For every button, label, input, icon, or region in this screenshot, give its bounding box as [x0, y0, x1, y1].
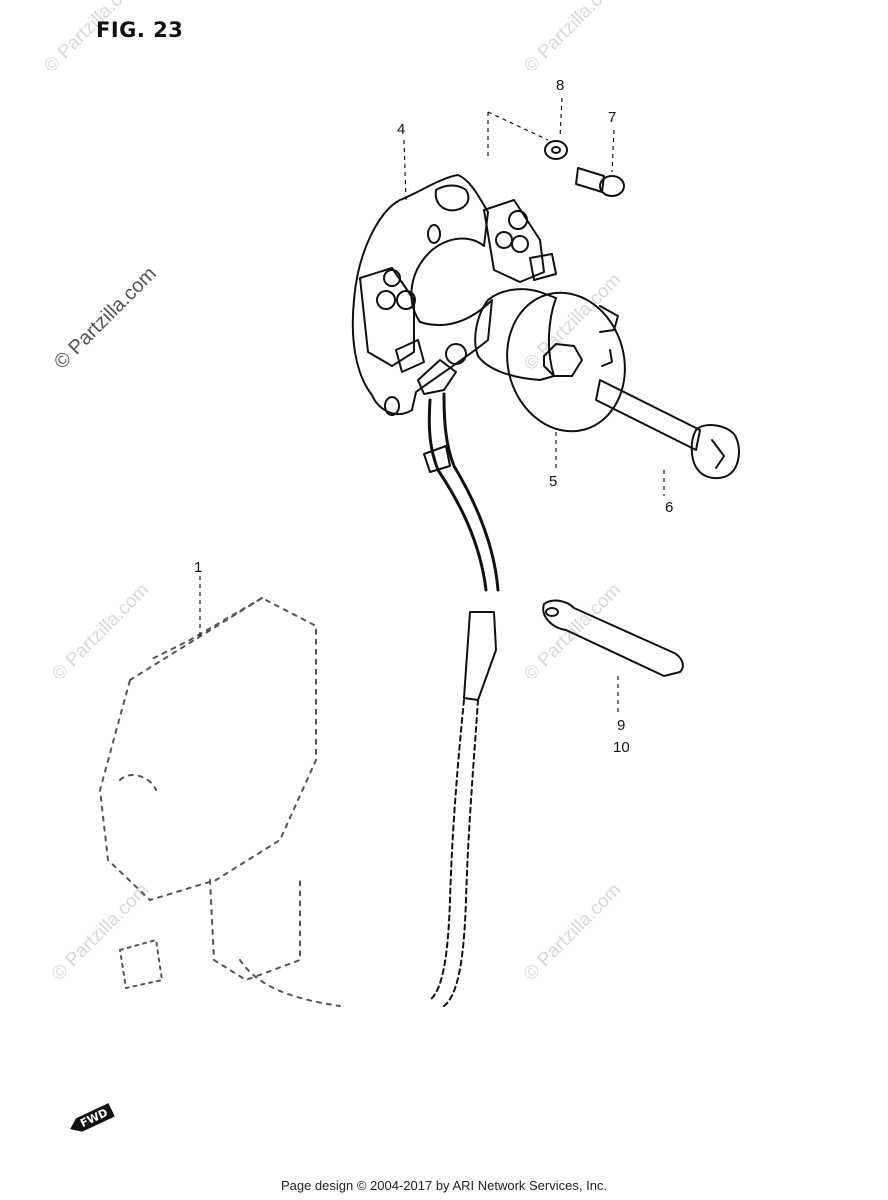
callout-1: 1	[194, 559, 203, 576]
callout-7: 7	[608, 109, 617, 126]
part-9-ground-strap	[542, 599, 684, 677]
callout-9: 9	[617, 717, 626, 734]
part-brush-holder-upper	[483, 199, 545, 283]
leader-8	[559, 97, 563, 139]
part-4-base-plate	[351, 174, 493, 415]
leader-4	[403, 139, 407, 201]
part-1-module	[99, 597, 317, 901]
figure-title: FIG. 23	[96, 18, 184, 42]
callout-10: 10	[613, 739, 630, 756]
callout-8: 8	[556, 77, 565, 94]
wire-harness	[427, 398, 488, 592]
leader-bracket	[487, 111, 549, 160]
callout-6: 6	[665, 499, 674, 516]
leader-7	[611, 129, 615, 173]
part-6-bolt	[595, 379, 701, 451]
footer-copyright: Page design © 2004-2017 by ARI Network S…	[280, 1178, 608, 1193]
part-brush-holder-lower	[359, 267, 415, 367]
part-8-washer	[544, 140, 568, 160]
callout-4: 4	[397, 121, 406, 138]
callout-5: 5	[549, 473, 558, 490]
